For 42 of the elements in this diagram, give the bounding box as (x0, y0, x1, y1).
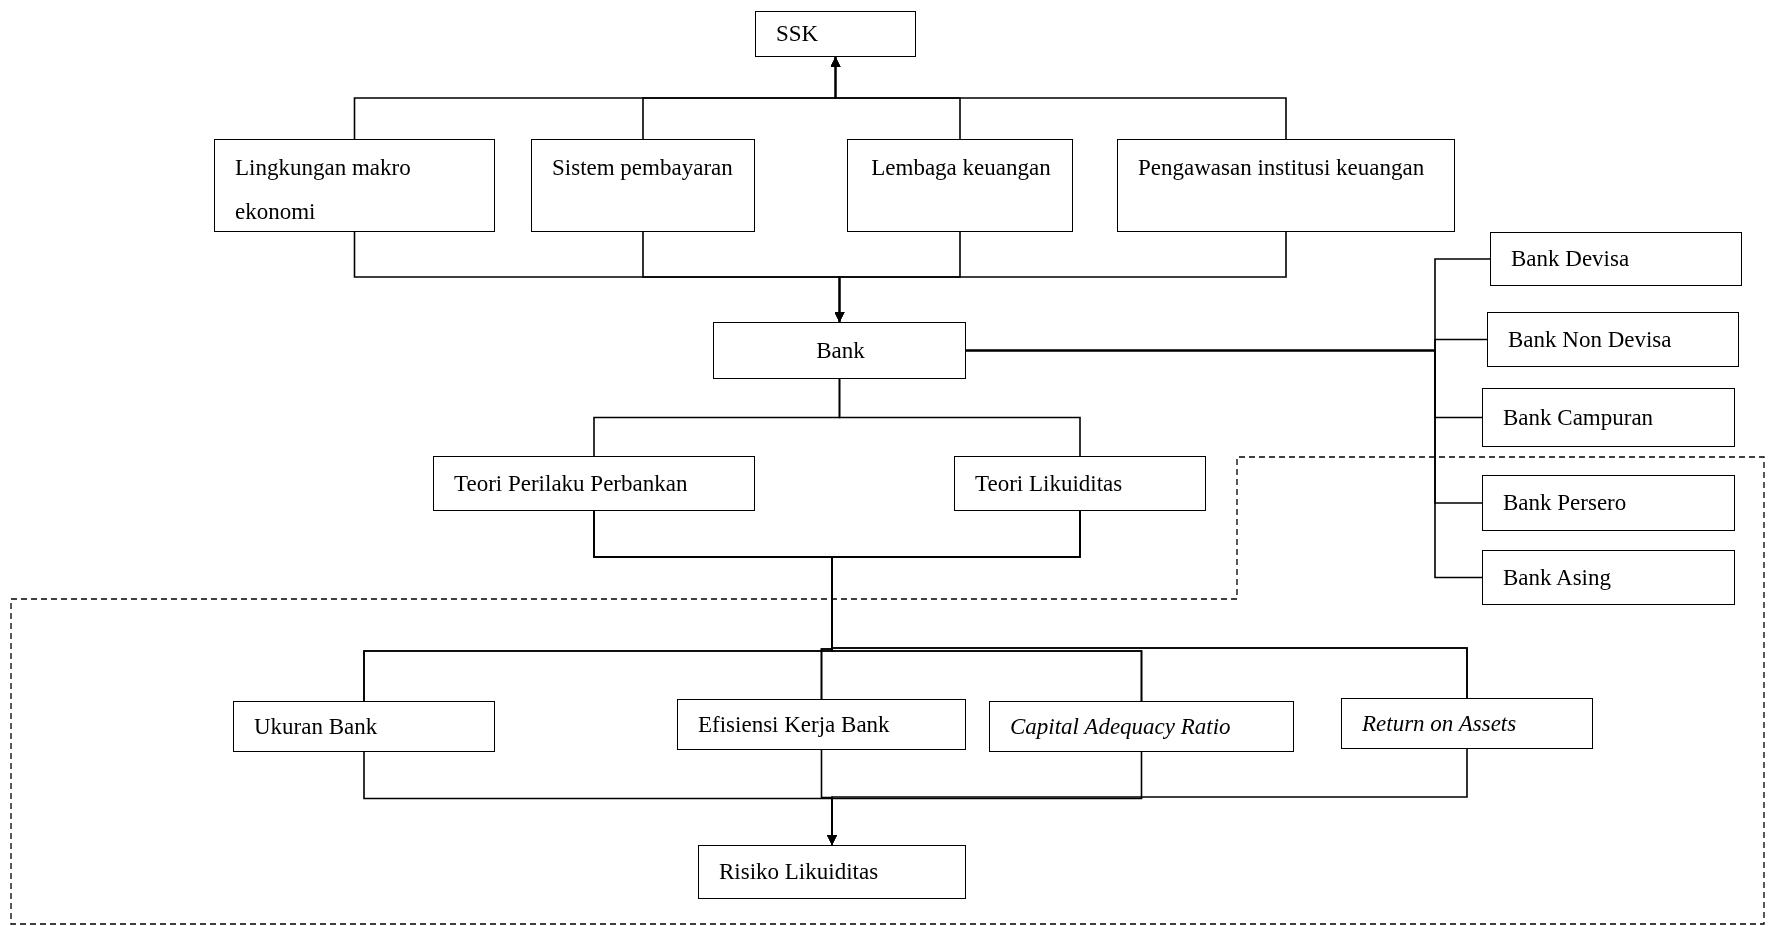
process-box (698, 845, 966, 899)
box-label: Efisiensi Kerja Bank (698, 710, 890, 739)
box-label: Lingkungan makro ekonomi (235, 154, 412, 226)
process-box (1487, 312, 1739, 367)
arrow (830, 56, 1287, 140)
process-box (214, 139, 495, 232)
box-label: Ukuran Bank (254, 712, 378, 741)
process-box (1341, 698, 1593, 749)
process-box (989, 701, 1294, 752)
box-label: Capital Adequacy Ratio (1010, 712, 1231, 741)
box-label: SSK (776, 20, 819, 48)
process-box (233, 701, 495, 752)
box-label: Bank Persero (1503, 489, 1627, 517)
box-label: Bank Devisa (1511, 245, 1630, 273)
process-box (755, 11, 916, 57)
process-box (531, 139, 755, 232)
box-label: Teori Likuiditas (975, 469, 1123, 498)
connector-line (965, 349, 1483, 579)
connector-line (831, 510, 1468, 699)
arrow (827, 748, 1468, 846)
box-label: Bank Asing (1503, 563, 1611, 592)
box-label: Bank (816, 336, 865, 365)
process-box (677, 699, 966, 750)
process-box (433, 456, 755, 511)
box-label: Pengawasan institusi keuangan (1138, 154, 1425, 182)
process-box (1482, 388, 1735, 447)
box-label: Return on Assets (1362, 709, 1517, 738)
process-box (954, 456, 1206, 511)
process-box (1482, 550, 1735, 605)
process-box (713, 322, 966, 379)
process-box (1117, 139, 1455, 232)
box-label: Bank Non Devisa (1508, 325, 1672, 354)
arrow (834, 231, 1287, 323)
process-box (847, 139, 1073, 232)
box-label: Risiko Likuiditas (719, 858, 879, 886)
connector-line (838, 378, 1081, 457)
box-label: Lembaga keuangan (871, 154, 1051, 182)
box-label: Teori Perilaku Perbankan (454, 469, 688, 498)
box-label: Sistem pembayaran (552, 154, 733, 182)
process-box (1490, 232, 1742, 286)
process-box (1482, 475, 1735, 531)
box-label: Bank Campuran (1503, 403, 1654, 432)
